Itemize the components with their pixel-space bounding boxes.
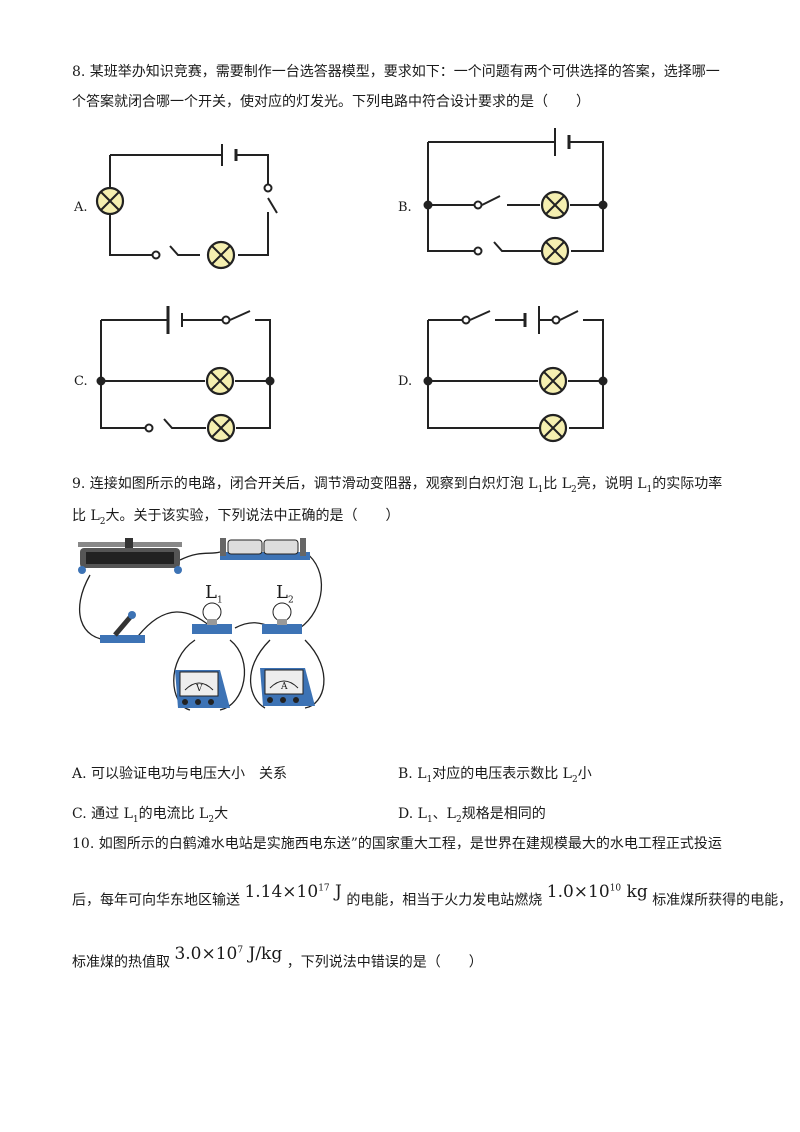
option-a-label[interactable]: A. bbox=[74, 200, 88, 215]
knife-switch-icon bbox=[100, 611, 145, 643]
q8-circuit-diagrams bbox=[95, 128, 608, 443]
q8-line2: 个答案就闭合哪一个开关，使对应的灯发光。下列电路中符合设计要求的是（ ） bbox=[72, 94, 590, 110]
q10-line2: 后，每年可向华东地区输送 1.14×1017 J 的电能，相当于火力发电站燃烧 … bbox=[72, 881, 793, 909]
option-d-label[interactable]: D. bbox=[398, 374, 413, 389]
circuit-d bbox=[423, 306, 608, 443]
q10-line1: 10. 如图所示的白鹤滩水电站是实施西电东送”的国家重大工程，是世界在建规模最大… bbox=[72, 836, 722, 852]
q9-apparatus-figure bbox=[78, 538, 325, 711]
battery-holder-icon bbox=[220, 538, 310, 560]
option-b-label[interactable]: B. bbox=[398, 200, 412, 215]
rheostat-icon bbox=[78, 538, 182, 574]
bulb-l2-icon bbox=[262, 602, 302, 634]
q8-line1: 8. 某班举办知识竞赛，需要制作一台选答器模型，要求如下：一个问题有两个可供选择… bbox=[72, 64, 720, 80]
bulb-l1-icon bbox=[192, 602, 232, 634]
q10-line3: 标准煤的热值取 3.0×107 J/kg ，下列说法中错误的是（ ） bbox=[72, 943, 483, 971]
figure-label-l2: L2 bbox=[276, 582, 294, 606]
ammeter-icon bbox=[260, 668, 315, 706]
q9-option-b[interactable]: B. L1对应的电压表示数比 L2小 bbox=[398, 766, 592, 785]
q9-line2: 比 L2大。关于该实验，下列说法中正确的是（ ） bbox=[72, 508, 400, 527]
q9-option-c[interactable]: C. 通过 L1的电流比 L2大 bbox=[72, 806, 229, 825]
q9-line1: 9. 连接如图所示的电路，闭合开关后，调节滑动变阻器，观察到白炽灯泡 L1比 L… bbox=[72, 476, 723, 495]
ammeter-label: A bbox=[281, 682, 288, 692]
voltmeter-label: V bbox=[196, 684, 203, 694]
figure-label-l1: L1 bbox=[205, 582, 223, 606]
voltmeter-icon bbox=[175, 670, 230, 708]
circuit-b bbox=[423, 128, 608, 266]
circuit-c bbox=[96, 306, 275, 443]
option-c-label[interactable]: C. bbox=[74, 374, 88, 389]
circuit-a bbox=[95, 144, 278, 270]
q9-option-d[interactable]: D. L1、L2规格是相同的 bbox=[398, 806, 546, 825]
q9-option-a[interactable]: A. 可以验证电功与电压大小 关系 bbox=[72, 766, 288, 782]
